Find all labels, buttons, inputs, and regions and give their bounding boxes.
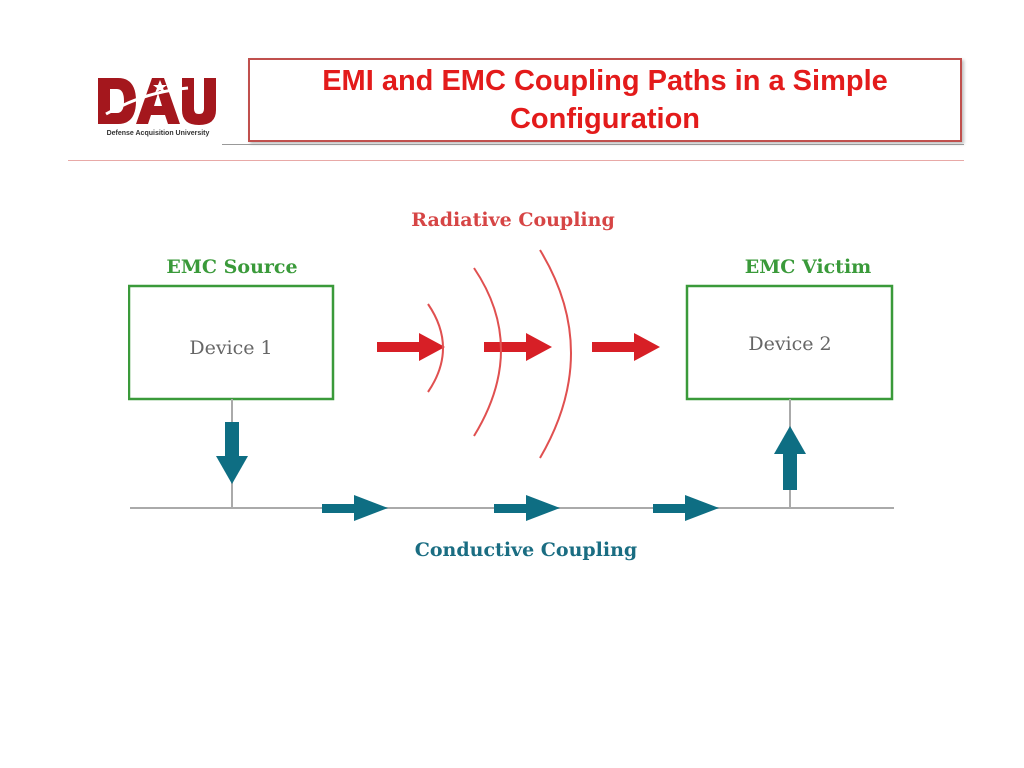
- radiative-arrow-3: [592, 333, 660, 361]
- dau-logo-icon: [98, 78, 216, 125]
- dau-logo: Defense Acquisition University: [96, 72, 220, 142]
- radiative-arrow-1: [377, 333, 445, 361]
- device-2-label: Device 2: [748, 333, 831, 355]
- title-box: EMI and EMC Coupling Paths in a Simple C…: [248, 58, 962, 142]
- device-2-box: [685, 284, 894, 401]
- radiative-coupling-label: Radiative Coupling: [411, 209, 615, 231]
- device-1-label: Device 1: [189, 337, 272, 359]
- conductive-arrow-1: [322, 495, 388, 521]
- conductive-arrow-3: [653, 495, 719, 521]
- logo-caption: Defense Acquisition University: [106, 130, 210, 137]
- header-divider: [68, 160, 964, 161]
- conductive-coupling-label: Conductive Coupling: [415, 539, 637, 561]
- conductive-arrow-2: [494, 495, 560, 521]
- coupling-diagram: Radiative Coupling EMC Source EMC Victim…: [128, 192, 900, 592]
- wave-arc-1: [427, 303, 444, 393]
- header-rule: [222, 144, 964, 145]
- radiative-arrow-2: [484, 333, 552, 361]
- emc-victim-label: EMC Victim: [745, 256, 872, 278]
- emc-source-label: EMC Source: [166, 256, 297, 278]
- conductive-up-arrow: [774, 426, 806, 490]
- wave-arc-2: [473, 267, 502, 437]
- wave-arc-3: [539, 249, 572, 459]
- page-title: EMI and EMC Coupling Paths in a Simple C…: [322, 65, 888, 135]
- conductive-down-arrow: [216, 422, 248, 484]
